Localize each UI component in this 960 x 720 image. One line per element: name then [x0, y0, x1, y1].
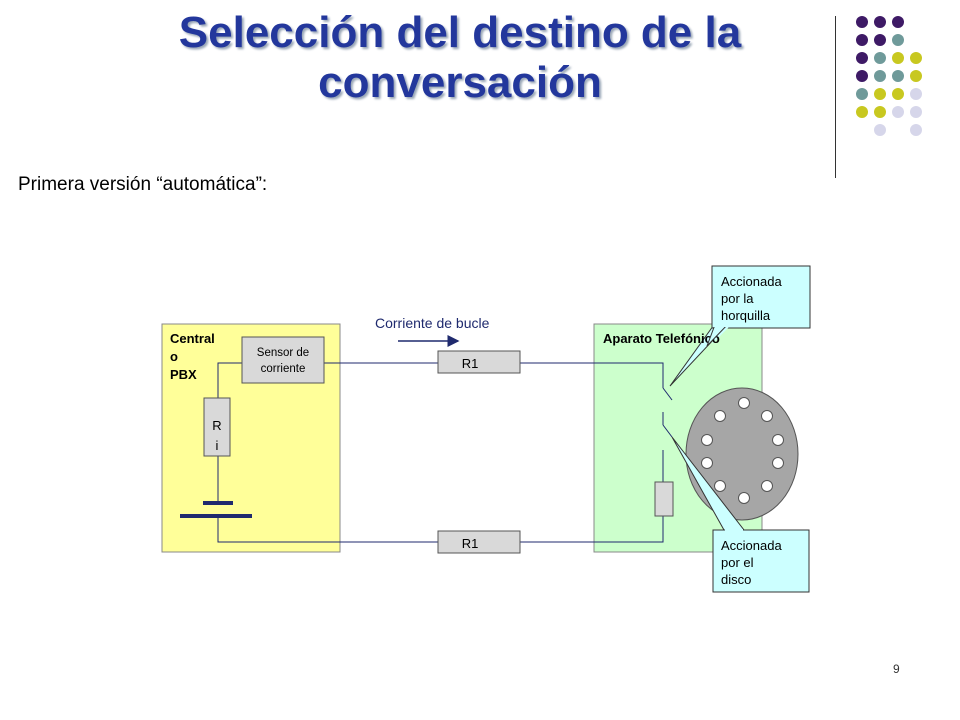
dial-finger-hole — [714, 410, 726, 422]
slide-subtitle: Primera versión “automática”: — [18, 174, 268, 195]
resistor-ri-label-1: R — [212, 418, 221, 433]
decorative-dot — [892, 70, 904, 82]
sensor-box — [241, 336, 325, 384]
decorative-dot — [874, 88, 886, 100]
dial-finger-hole — [714, 480, 726, 492]
wire-battery-bottom — [217, 516, 438, 543]
dial-finger-hole — [701, 457, 713, 469]
slide-title: Selección del destino de la conversación — [60, 8, 860, 108]
wire-r1-bottom-to-phone — [520, 516, 664, 543]
dial-finger-hole — [761, 410, 773, 422]
decorative-dot — [892, 16, 904, 28]
decorative-dot — [856, 52, 868, 64]
aparato-label: Aparato Telefónico — [603, 331, 720, 346]
resistor-ri-label-2: i — [216, 438, 219, 453]
decorative-dot — [856, 88, 868, 100]
decorative-dot — [856, 70, 868, 82]
decorative-dot — [892, 88, 904, 100]
decorative-dot — [874, 34, 886, 46]
decorative-dot — [892, 106, 904, 118]
decorative-dot — [874, 106, 886, 118]
sensor-label-1: Sensor de — [257, 347, 309, 359]
callout-hook-line3: horquilla — [721, 308, 771, 323]
switch-hook-blade — [662, 387, 673, 401]
central-label-1: Central — [170, 331, 215, 346]
decorative-dot — [856, 106, 868, 118]
page-number: 9 — [893, 662, 900, 676]
decorative-dot — [874, 70, 886, 82]
callout-dial-line3: disco — [721, 572, 751, 587]
resistor-r1-bottom — [437, 530, 521, 554]
decorative-dot-grid — [856, 16, 922, 136]
callout-dial-line1: Accionada — [721, 538, 782, 553]
slide-title-line1: Selección del destino de la — [178, 8, 742, 57]
decorative-dot — [910, 52, 922, 64]
wire-r1-top-to-phone — [520, 362, 664, 388]
slide-title-line2: conversación — [318, 58, 602, 107]
resistor-r1-bottom-label: R1 — [462, 536, 479, 551]
central-label-3: PBX — [170, 367, 197, 382]
callout-dial-box — [712, 529, 810, 593]
decorative-dot — [892, 34, 904, 46]
title-divider — [835, 16, 836, 178]
callout-dial-line2: por el — [721, 555, 754, 570]
dial-holes — [701, 397, 784, 504]
decorative-dot — [856, 16, 868, 28]
central-label-2: o — [170, 349, 178, 364]
wire-sensor-to-ri — [217, 362, 242, 398]
dial-finger-hole — [701, 434, 713, 446]
decorative-dot — [892, 52, 904, 64]
phone-resistor — [654, 481, 674, 517]
resistor-r1-top — [437, 350, 521, 374]
decorative-dot — [910, 124, 922, 136]
decorative-dot — [874, 16, 886, 28]
decorative-dot — [910, 88, 922, 100]
dial-finger-hole — [772, 434, 784, 446]
decorative-dot — [856, 34, 868, 46]
decorative-dot — [874, 124, 886, 136]
decorative-dot — [910, 70, 922, 82]
callout-hook-line2: por la — [721, 291, 754, 306]
decorative-dot — [874, 52, 886, 64]
dial-finger-hole — [738, 397, 750, 409]
callout-hook-line1: Accionada — [721, 274, 782, 289]
resistor-ri — [203, 397, 231, 457]
dial-finger-hole — [761, 480, 773, 492]
sensor-label-2: corriente — [261, 363, 306, 375]
switch-dial-blade — [662, 424, 673, 438]
dial-finger-hole — [772, 457, 784, 469]
resistor-r1-top-label: R1 — [462, 356, 479, 371]
decorative-dot — [910, 106, 922, 118]
current-loop-label: Corriente de bucle — [375, 315, 490, 331]
dial-finger-hole — [738, 492, 750, 504]
